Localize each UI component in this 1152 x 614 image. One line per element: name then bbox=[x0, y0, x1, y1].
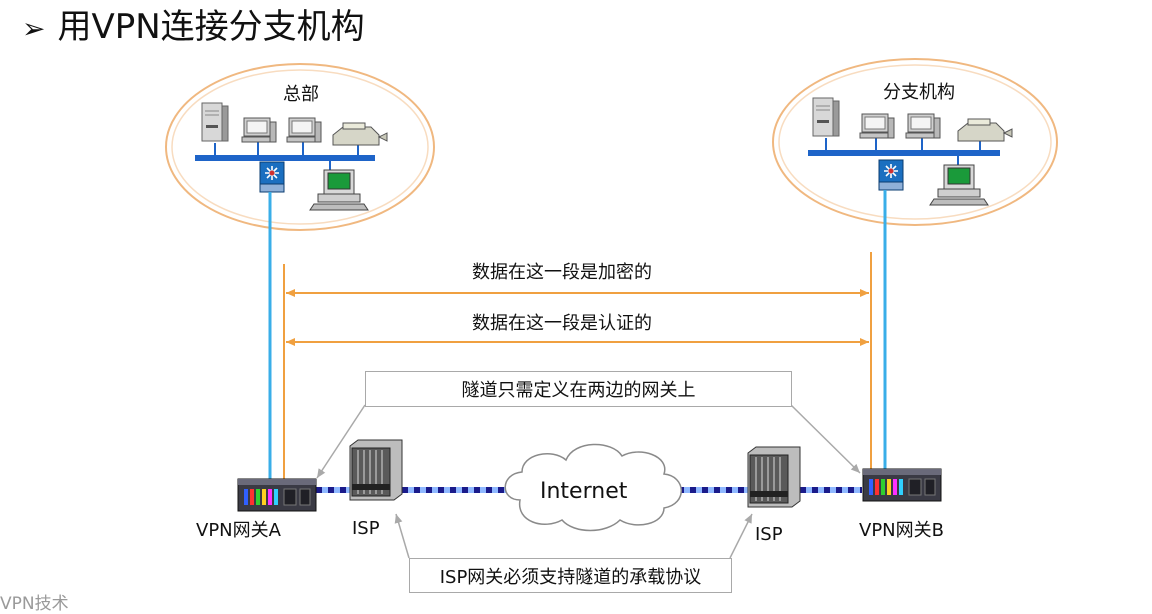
tunnel-note-leader-left bbox=[316, 404, 366, 479]
branch-lan-bus bbox=[808, 150, 1000, 156]
internet-label: Internet bbox=[540, 479, 628, 504]
hq-printer-icon bbox=[332, 122, 388, 146]
isp-note-text: ISP网关必须支持隧道的承载协议 bbox=[439, 566, 702, 588]
hq-workstation-2-icon bbox=[286, 117, 322, 143]
isp-note-leader-right bbox=[729, 513, 753, 559]
branch-switch-icon bbox=[878, 159, 904, 191]
isp-right-label: ISP bbox=[755, 524, 783, 545]
isp-left-label: ISP bbox=[352, 518, 380, 539]
gateway-a-icon bbox=[237, 478, 317, 512]
branch-printer-icon bbox=[957, 118, 1013, 142]
authenticated-label: 数据在这一段是认证的 bbox=[472, 313, 652, 334]
hq-pc-icon bbox=[309, 169, 369, 211]
tunnel-note-box: 隧道只需定义在两边的网关上 bbox=[365, 371, 792, 407]
branch-workstation-2-icon bbox=[905, 113, 941, 139]
isp-right-icon bbox=[747, 446, 801, 508]
isp-note-box: ISP网关必须支持隧道的承载协议 bbox=[409, 558, 732, 593]
tunnel-note-text: 隧道只需定义在两边的网关上 bbox=[461, 380, 696, 401]
page-title: ➢ 用VPN连接分支机构 bbox=[22, 4, 365, 52]
hq-workstation-1-icon bbox=[241, 117, 277, 143]
hq-label: 总部 bbox=[283, 84, 319, 105]
hq-site-ellipse bbox=[165, 63, 435, 231]
footer-text: VPN技术 bbox=[0, 594, 69, 614]
branch-pc-icon bbox=[929, 164, 989, 206]
branch-label: 分支机构 bbox=[883, 82, 955, 103]
title-text: 用VPN连接分支机构 bbox=[57, 7, 365, 47]
arrow-bullet-icon: ➢ bbox=[22, 12, 46, 45]
hq-server-icon bbox=[201, 102, 229, 142]
isp-left-icon bbox=[349, 439, 403, 501]
hq-switch-icon bbox=[259, 161, 285, 193]
gateway-b-icon bbox=[862, 468, 942, 502]
isp-note-leader-left bbox=[394, 513, 410, 559]
hq-lan-bus bbox=[195, 155, 375, 161]
branch-site-ellipse bbox=[772, 58, 1058, 226]
internet-cloud-icon bbox=[504, 443, 682, 532]
gateway-b-label: VPN网关B bbox=[859, 520, 944, 541]
gateway-a-label: VPN网关A bbox=[196, 520, 281, 541]
tunnel-note-leader-right bbox=[790, 404, 861, 474]
branch-server-icon bbox=[812, 97, 840, 137]
encrypted-label: 数据在这一段是加密的 bbox=[472, 262, 652, 283]
branch-workstation-1-icon bbox=[859, 113, 895, 139]
